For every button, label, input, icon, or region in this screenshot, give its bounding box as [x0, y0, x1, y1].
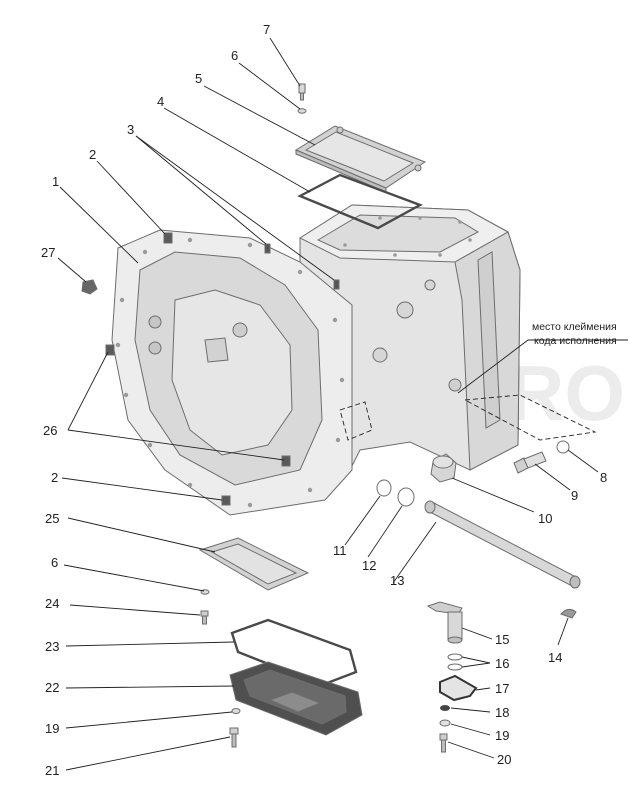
callout-23: 23	[45, 639, 59, 654]
callout-2-bottom: 2	[51, 470, 58, 485]
callout-19-left: 19	[45, 721, 59, 736]
callout-20: 20	[497, 752, 511, 767]
callout-18: 18	[495, 705, 509, 720]
annotation-line-1: место клеймения	[532, 321, 617, 333]
part-18-washer	[440, 705, 450, 711]
part-16-ring-a	[447, 653, 463, 661]
marking-annotation: место клеймения кода исполнения	[532, 321, 617, 347]
part-7-bolt	[298, 83, 306, 101]
part-16-ring-b	[447, 663, 463, 671]
part-3-pin-left	[264, 243, 271, 254]
part-22-oil-pan	[229, 661, 363, 736]
callout-14: 14	[548, 650, 562, 665]
part-21-bolt	[229, 727, 239, 748]
part-25-plate	[198, 537, 310, 591]
callout-27: 27	[41, 245, 55, 260]
part-2-pin-bottom	[221, 495, 231, 506]
callout-10: 10	[538, 511, 552, 526]
callout-24: 24	[45, 596, 59, 611]
callout-25: 25	[45, 511, 59, 526]
part-14-key	[560, 608, 577, 619]
marking-area-outline	[463, 394, 597, 441]
annotation-line-2: кода исполнения	[534, 335, 617, 347]
part-10-plug	[430, 453, 457, 483]
part-17-plate	[439, 674, 478, 702]
callout-4: 4	[157, 94, 164, 109]
callout-6-bottom: 6	[51, 555, 58, 570]
callout-26: 26	[43, 423, 57, 438]
callout-8: 8	[600, 470, 607, 485]
leader-lines	[57, 37, 628, 771]
part-2-pin-top	[163, 232, 173, 244]
part-20-bolt	[439, 733, 448, 753]
part-13-shaft	[424, 500, 581, 589]
part-3-pin-right	[333, 279, 340, 290]
part-6-washer	[297, 108, 307, 114]
part-4-gasket	[297, 173, 423, 230]
part-12-washer	[397, 487, 415, 507]
callout-3: 3	[127, 122, 134, 137]
callout-19-right: 19	[495, 728, 509, 743]
callout-2-top: 2	[89, 147, 96, 162]
part-8-washer	[556, 440, 570, 454]
part-27-plug	[81, 279, 98, 295]
callout-6-top: 6	[231, 48, 238, 63]
gearbox-housing	[111, 204, 521, 516]
callout-9: 9	[571, 488, 578, 503]
callout-12: 12	[362, 558, 376, 573]
part-19-washer-left	[231, 708, 241, 714]
part-19-washer-right	[439, 719, 451, 727]
callout-11: 11	[333, 543, 347, 558]
part-11-washer	[376, 479, 392, 497]
marking-area-outline-left	[339, 401, 373, 441]
part-15-lever	[426, 601, 463, 644]
part-24-bolt	[200, 610, 209, 625]
callout-1: 1	[52, 174, 59, 189]
callout-5: 5	[195, 71, 202, 86]
part-26-pin-left	[105, 344, 115, 356]
callout-numbers: 7 6 5 4 3 2 1 27 26 2 25 6 24 23 22 19 2…	[41, 22, 607, 778]
callout-21: 21	[45, 763, 59, 778]
callout-7: 7	[263, 22, 270, 37]
part-9-bolt	[513, 451, 547, 474]
callout-16: 16	[495, 656, 509, 671]
callout-15: 15	[495, 632, 509, 647]
part-26-pin-right	[281, 455, 291, 467]
callout-22: 22	[45, 680, 59, 695]
callout-17: 17	[495, 681, 509, 696]
callout-13: 13	[390, 573, 404, 588]
part-5-cover	[294, 125, 427, 193]
part-23-gasket	[230, 618, 358, 687]
